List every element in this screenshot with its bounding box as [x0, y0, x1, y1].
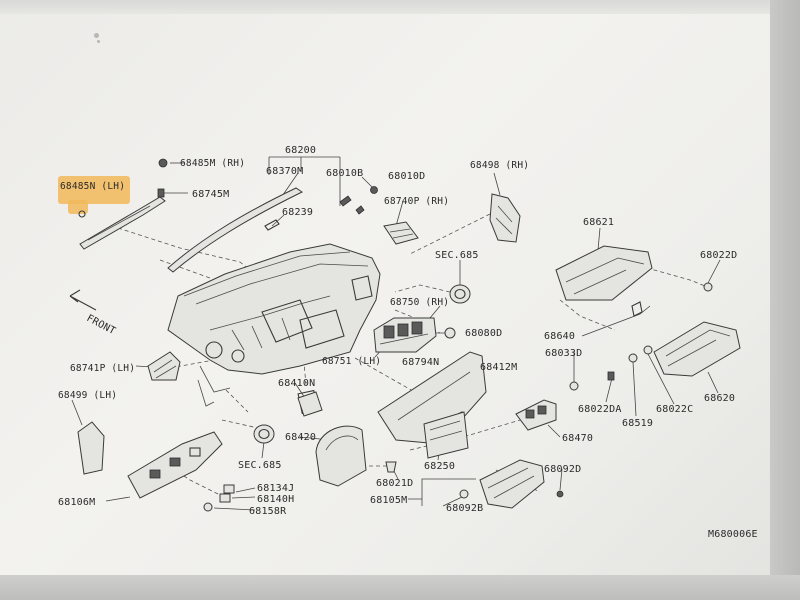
round-vent-bottom — [253, 424, 275, 444]
display-unit — [423, 411, 469, 459]
label-68200: 68200 — [285, 145, 316, 156]
glove-box-lid — [555, 245, 653, 301]
label-68370M: 68370M — [266, 166, 303, 177]
label-highlight-mark — [68, 200, 88, 214]
label-sec685-bottom: SEC.685 — [238, 460, 282, 471]
label-sec685-top: SEC.685 — [435, 250, 479, 261]
label-68106M: 68106M — [58, 497, 95, 508]
front-arrow — [69, 289, 97, 311]
label-68745M: 68745M — [192, 189, 229, 200]
label-68010B: 68010B — [326, 168, 363, 179]
label-68485N-lh: 68485N (LH) — [60, 181, 125, 192]
center-vent-assembly — [373, 317, 456, 353]
round-vent-top — [449, 284, 471, 304]
label-68412M: 68412M — [480, 362, 517, 373]
label-68750-rh: 68750 (RH) — [390, 297, 449, 308]
lower-center-console — [479, 459, 545, 509]
label-68740P-rh: 68740P (RH) — [384, 196, 449, 207]
clip-parts — [157, 158, 378, 231]
monitor-bezel-right — [770, 0, 800, 600]
instrument-panel-body — [167, 243, 381, 415]
screen-dust-speck — [94, 33, 99, 38]
side-panel-rh — [489, 193, 521, 243]
label-68499-lh: 68499 (LH) — [58, 390, 117, 401]
label-front: FRONT — [85, 313, 118, 337]
label-68239: 68239 — [282, 207, 313, 218]
label-68021D: 68021D — [376, 478, 413, 489]
label-68105M: 68105M — [370, 495, 407, 506]
label-68080D: 68080D — [465, 328, 502, 339]
label-highlight-mark — [58, 176, 130, 204]
glove-box — [653, 321, 741, 377]
side-vent-rh — [383, 221, 419, 245]
side-panel-lh — [77, 421, 105, 475]
label-68519: 68519 — [622, 418, 653, 429]
label-68640: 68640 — [544, 331, 575, 342]
label-68621: 68621 — [583, 217, 614, 228]
label-68620: 68620 — [704, 393, 735, 404]
label-68498-rh: 68498 (RH) — [470, 160, 529, 171]
label-68092B: 68092B — [446, 503, 483, 514]
label-68140H: 68140H — [257, 494, 294, 505]
pillar-trim-rh — [167, 187, 304, 273]
cluster-hood — [315, 425, 367, 487]
label-68410N: 68410N — [278, 378, 315, 389]
label-68741P-lh: 68741P (LH) — [70, 363, 135, 374]
label-68033D: 68033D — [545, 348, 582, 359]
parts-diagram: 68200 68370M 68485M (RH) 68485N (LH) 687… — [58, 145, 758, 540]
label-68751-lh: 68751 (LH) — [322, 356, 381, 367]
label-68092D: 68092D — [544, 464, 581, 475]
figure-code: M680006E — [708, 529, 758, 540]
monitor-bezel-bottom — [0, 575, 800, 600]
label-68022DA: 68022DA — [578, 404, 622, 415]
bracket-68410N — [297, 391, 323, 417]
monitor-bezel-top — [0, 0, 800, 14]
label-68485M-rh: 68485M (RH) — [180, 158, 245, 169]
label-68158R: 68158R — [249, 506, 287, 517]
label-68022C: 68022C — [656, 404, 693, 415]
fastener-parts — [569, 282, 713, 391]
label-68794N: 68794N — [402, 357, 439, 368]
label-68250: 68250 — [424, 461, 455, 472]
label-68134J: 68134J — [257, 483, 294, 494]
label-68022D: 68022D — [700, 250, 737, 261]
lower-panel-lh — [127, 431, 223, 499]
screen-dust-speck — [97, 40, 100, 43]
side-vent-lh — [147, 351, 181, 381]
label-68010D: 68010D — [388, 171, 425, 182]
small-knobs — [203, 484, 235, 512]
misc-clips — [385, 461, 564, 499]
label-68470: 68470 — [562, 433, 593, 444]
pillar-trim-lh — [78, 196, 166, 250]
switch-block — [515, 399, 557, 431]
label-68420: 68420 — [285, 432, 316, 443]
